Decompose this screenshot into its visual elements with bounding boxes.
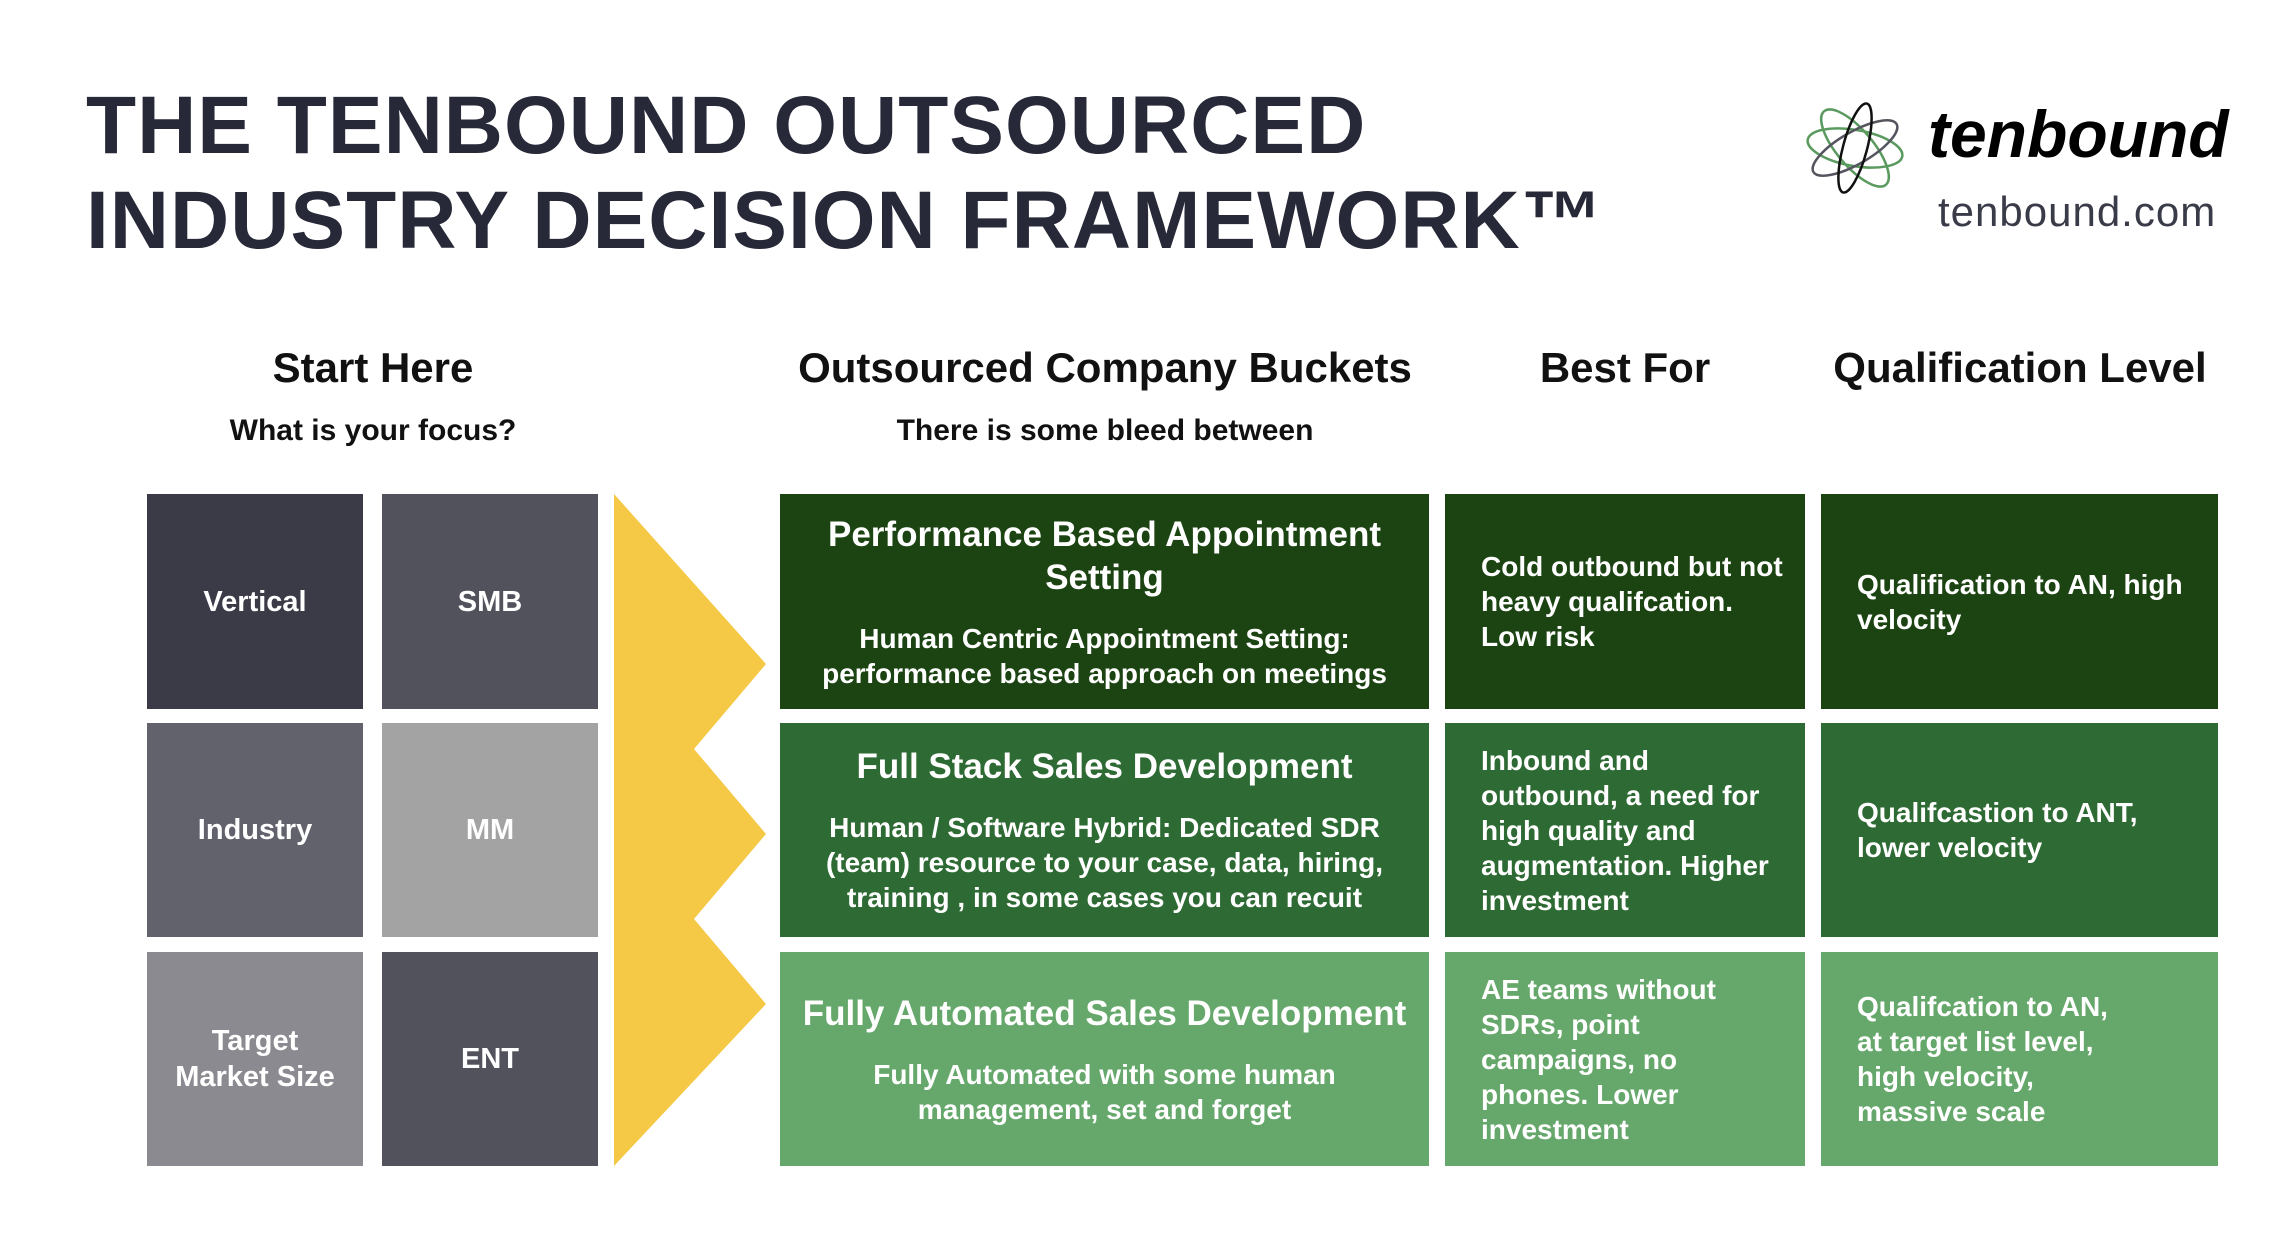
header-buckets: Outsourced Company Buckets There is some… <box>798 344 1412 447</box>
header-qualification: Qualification Level <box>1833 344 2207 391</box>
best-for-1: Cold outbound but not heavy qualifcation… <box>1445 494 1805 709</box>
focus-industry: Industry <box>147 723 363 937</box>
logo-url[interactable]: tenbound.com <box>1938 188 2217 235</box>
bucket-fully-automated: Fully Automated Sales Development Fully … <box>780 952 1429 1166</box>
best-for-3: AE teams without SDRs, point campaigns, … <box>1445 952 1805 1166</box>
chevron-arrow <box>614 494 766 1166</box>
logo-wordmark: tenbound <box>1928 97 2229 171</box>
bucket-full-stack: Full Stack Sales Development Human / Sof… <box>780 723 1429 937</box>
focus-vertical: Vertical <box>147 494 363 709</box>
best-for-2: Inbound and outbound, a need for high qu… <box>1445 723 1805 937</box>
qualification-1: Qualification to AN, high velocity <box>1821 494 2218 709</box>
tenbound-logo: tenbound tenbound.com <box>1800 88 2240 248</box>
size-mm: MM <box>382 723 598 937</box>
size-smb: SMB <box>382 494 598 709</box>
page-title: THE TENBOUND OUTSOURCED INDUSTRY DECISIO… <box>86 80 1604 266</box>
size-ent: ENT <box>382 952 598 1166</box>
qualification-2: Qualifcastion to ANT, lower velocity <box>1821 723 2218 937</box>
header-start-here: Start Here What is your focus? <box>229 344 517 447</box>
atom-icon <box>1806 102 1904 194</box>
qualification-3: Qualifcation to AN, at target list level… <box>1821 952 2218 1166</box>
focus-target-market-size: Target Market Size <box>147 952 363 1166</box>
header-best-for: Best For <box>1539 344 1711 391</box>
bucket-performance-based: Performance Based Appointment Setting Hu… <box>780 494 1429 709</box>
